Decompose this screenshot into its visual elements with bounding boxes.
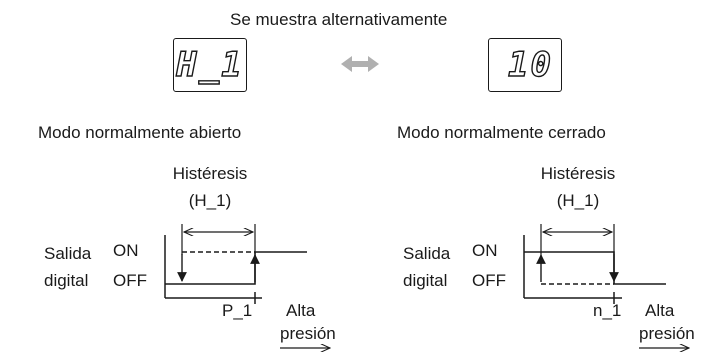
display-right: 10: [488, 38, 562, 92]
no-pressure-label-2: presión: [280, 324, 336, 343]
no-hysteresis-param: (H_1): [188, 191, 232, 210]
no-output-label-1: Salida: [44, 244, 92, 263]
no-signal-solid: [165, 251, 307, 285]
no-on-label: ON: [113, 241, 139, 260]
normally-closed-title: Modo normalmente cerrado: [397, 123, 606, 142]
display-left-value: H_1: [176, 44, 244, 85]
nc-output-label-2: digital: [403, 271, 448, 290]
nc-pressure-label-1: Alta: [645, 301, 675, 320]
display-left: H_1: [173, 38, 247, 92]
no-hysteresis-label: Histéresis: [172, 164, 248, 183]
alternation-double-arrow-icon: [341, 56, 379, 72]
nc-hysteresis-label: Histéresis: [540, 164, 616, 183]
nc-hysteresis-param: (H_1): [556, 191, 600, 210]
nc-output-label-1: Salida: [403, 244, 451, 263]
no-setpoint-label: P_1: [222, 301, 253, 320]
no-off-label: OFF: [113, 271, 147, 290]
nc-off-label: OFF: [472, 271, 506, 290]
normally-closed-chart: [523, 224, 689, 348]
no-pressure-label-1: Alta: [286, 301, 316, 320]
nc-pressure-label-2: presión: [639, 324, 695, 343]
nc-signal-solid: [524, 251, 666, 285]
normally-open-chart: [164, 224, 330, 348]
display-right-value: 10: [507, 44, 553, 85]
alternating-display-caption: Se muestra alternativamente: [230, 10, 448, 29]
no-output-label-2: digital: [44, 271, 89, 290]
nc-setpoint-label: n_1: [593, 301, 622, 320]
normally-open-title: Modo normalmente abierto: [38, 123, 242, 142]
nc-on-label: ON: [472, 241, 498, 260]
